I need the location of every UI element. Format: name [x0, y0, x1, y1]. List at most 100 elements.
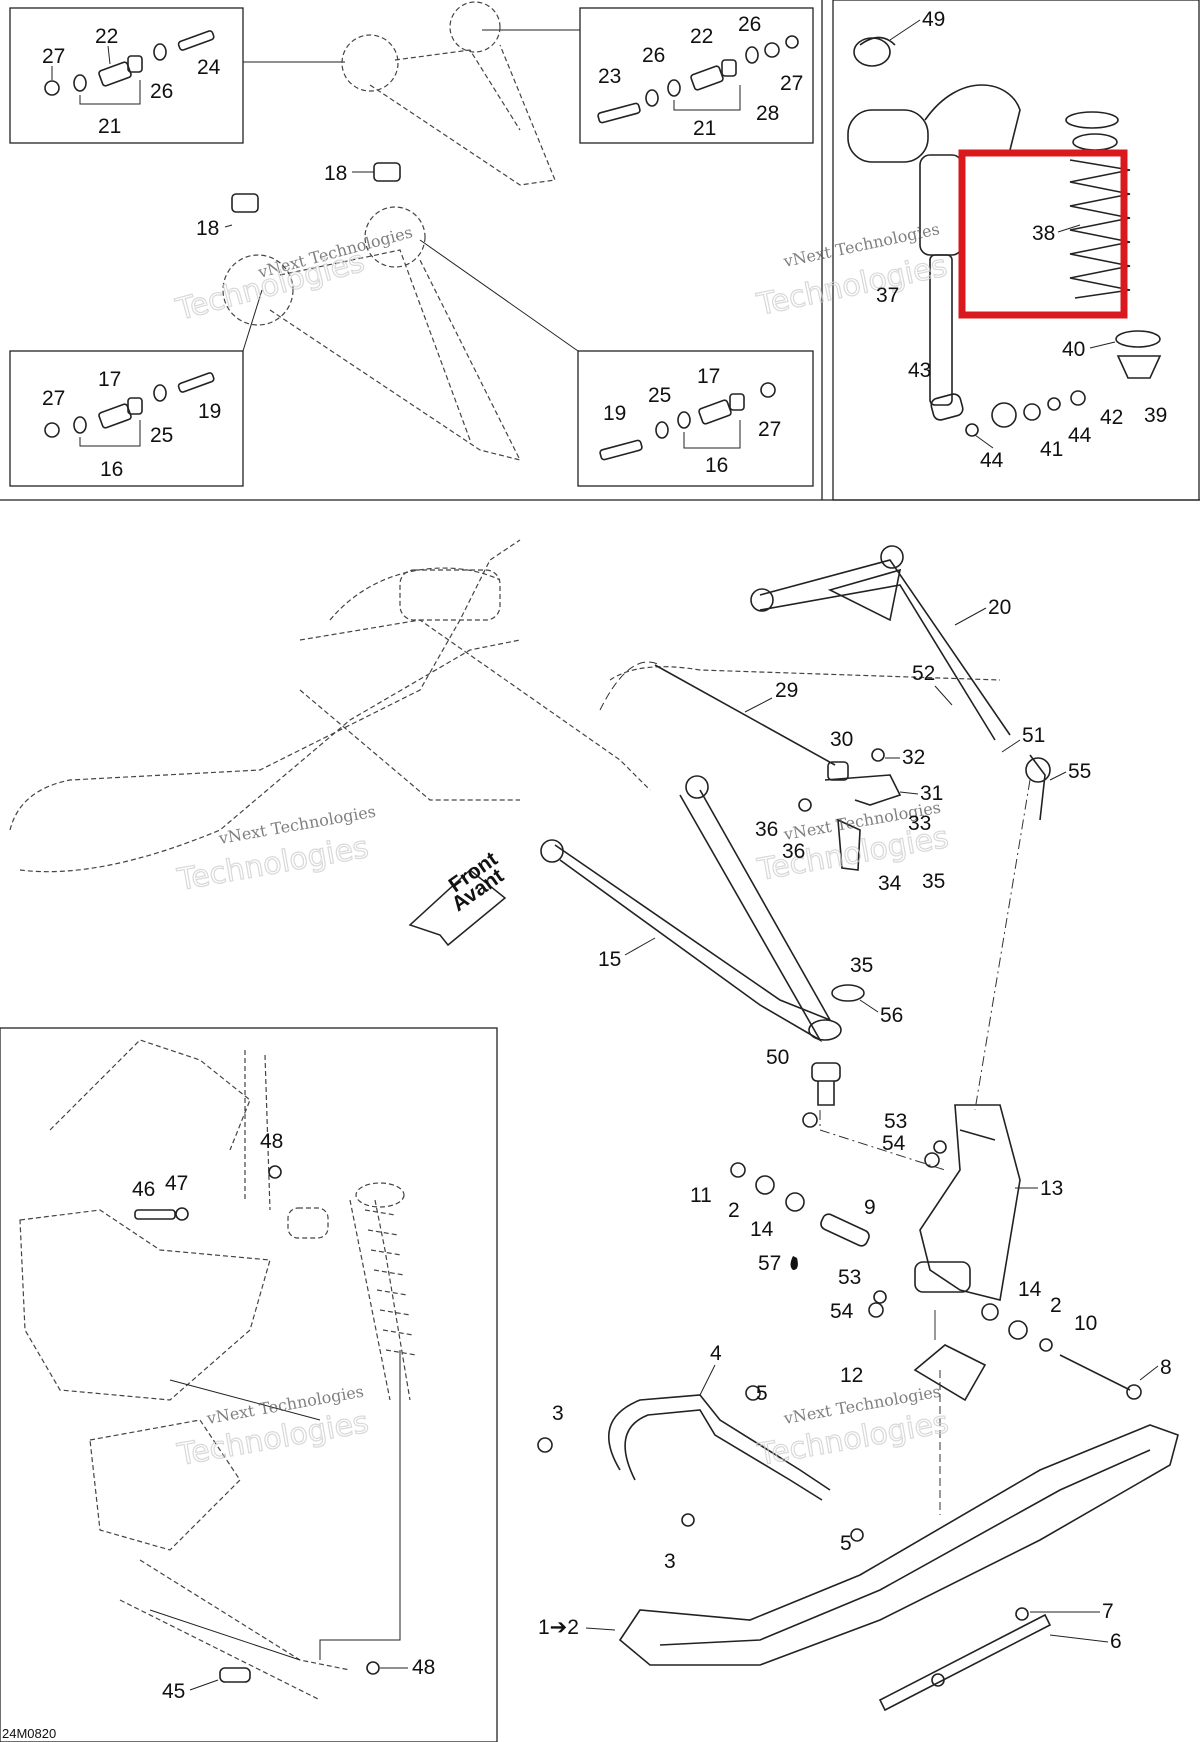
callout-2: 2: [728, 1199, 740, 1222]
callout-47: 47: [165, 1172, 188, 1195]
steering-arm-31: [824, 761, 902, 806]
ski-handle-4: [608, 1394, 831, 1501]
callout-26: 26: [738, 13, 761, 36]
steering-rod-29: [654, 664, 836, 766]
front-arrow: Front Avant: [408, 847, 508, 947]
inset-panel-shock: [832, 0, 1200, 501]
callout-53: 53: [884, 1110, 907, 1133]
callout-48: 48: [260, 1130, 283, 1153]
hardware-box-lower-right: [577, 350, 814, 487]
callout-57: 57: [758, 1252, 781, 1275]
bushing-18-lower: [231, 193, 259, 213]
bracket-21-right: [673, 85, 741, 111]
callout-25: 25: [648, 384, 671, 407]
callout-38: 38: [1032, 222, 1055, 245]
callout-4: 4: [710, 1342, 722, 1365]
leader-line: [899, 791, 919, 795]
bushing-18-upper: [373, 162, 401, 182]
steering-lever-34: [798, 748, 885, 871]
inset-lead-lines: [319, 1350, 401, 1660]
callout-14: 14: [750, 1218, 774, 1241]
frame-chassis-ghost: [9, 539, 1001, 873]
spring-retainer-39: [1116, 355, 1162, 379]
callout-46: 46: [132, 1178, 155, 1201]
callout-6: 6: [1110, 1630, 1122, 1653]
callout-9: 9: [864, 1196, 876, 1219]
callout-16: 16: [705, 454, 728, 477]
leader-line: [624, 937, 656, 956]
callout-26: 26: [642, 44, 665, 67]
callout-36: 36: [782, 840, 805, 863]
callout-19: 19: [198, 400, 221, 423]
callout-2: 2: [1050, 1294, 1062, 1317]
callout-22: 22: [690, 25, 713, 48]
leader-line: [224, 224, 233, 228]
callout-51: 51: [1022, 724, 1045, 747]
runner-6: [878, 1613, 1052, 1712]
callout-17: 17: [697, 365, 720, 388]
callout-20: 20: [988, 596, 1011, 619]
lower-a-arm-top: [222, 206, 522, 461]
callout-22: 22: [95, 25, 118, 48]
callout-5: 5: [840, 1532, 852, 1555]
callout-21: 21: [98, 115, 121, 138]
callout-26: 26: [150, 80, 173, 103]
hardware-stack-upper-right: [597, 35, 799, 124]
callout-16: 16: [100, 458, 123, 481]
callout-53: 53: [838, 1266, 861, 1289]
callout-54: 54: [830, 1300, 854, 1323]
callout-49: 49: [922, 8, 945, 31]
callout-3: 3: [552, 1402, 564, 1425]
callout-18: 18: [196, 217, 219, 240]
leader-line: [1049, 771, 1067, 781]
callout-25: 25: [150, 424, 173, 447]
inset-lead-lines: [169, 1379, 321, 1421]
spring-seat-40: [1115, 330, 1161, 348]
callout-43: 43: [908, 359, 931, 382]
leader-line: [859, 999, 879, 1013]
callout-36: 36: [755, 818, 778, 841]
callout-35: 35: [850, 954, 873, 977]
callout-28: 28: [756, 102, 779, 125]
callout-3: 3: [664, 1550, 676, 1573]
leader-line: [1057, 224, 1081, 233]
callout-30: 30: [830, 728, 853, 751]
leader-line: [107, 45, 111, 65]
callout-29: 29: [775, 679, 798, 702]
callout-54: 54: [882, 1132, 906, 1155]
ball-joint-55: [1025, 754, 1051, 821]
callout-27: 27: [42, 45, 65, 68]
callout-17: 17: [98, 368, 121, 391]
callout-32: 32: [902, 746, 925, 769]
wear-pad-12: [913, 1344, 987, 1402]
callout-27: 27: [780, 72, 803, 95]
alignment-line: [599, 661, 661, 711]
misc-fasteners: [537, 1112, 1029, 1687]
leader-line: [1089, 341, 1116, 349]
callout-10: 10: [1074, 1312, 1097, 1335]
leader-line: [189, 1679, 219, 1691]
bracket-16-right: [683, 420, 741, 449]
hardware-stack-lower-right: [599, 382, 776, 461]
callout-31: 31: [920, 782, 943, 805]
leader-line: [1049, 1634, 1109, 1643]
leader-line: [934, 685, 953, 706]
callout-39: 39: [1144, 404, 1167, 427]
upper-a-arm-20: [750, 545, 1011, 741]
shock-hardware: [965, 390, 1086, 437]
hardware-box-upper-right: [579, 7, 814, 144]
callout-11: 11: [690, 1184, 712, 1207]
callout-41: 41: [1040, 438, 1063, 461]
callout-48: 48: [412, 1656, 435, 1679]
leader-line: [744, 697, 773, 713]
connector-line: [242, 289, 263, 352]
callout-14: 14: [1018, 1278, 1042, 1301]
inset-shock: [287, 1182, 417, 1401]
highlight-box-spring-38: [958, 149, 1128, 319]
callout-23: 23: [598, 65, 621, 88]
callout-18: 18: [324, 162, 347, 185]
callout-50: 50: [766, 1046, 789, 1069]
callout-5: 5: [756, 1382, 768, 1405]
callout-19: 19: [603, 402, 626, 425]
